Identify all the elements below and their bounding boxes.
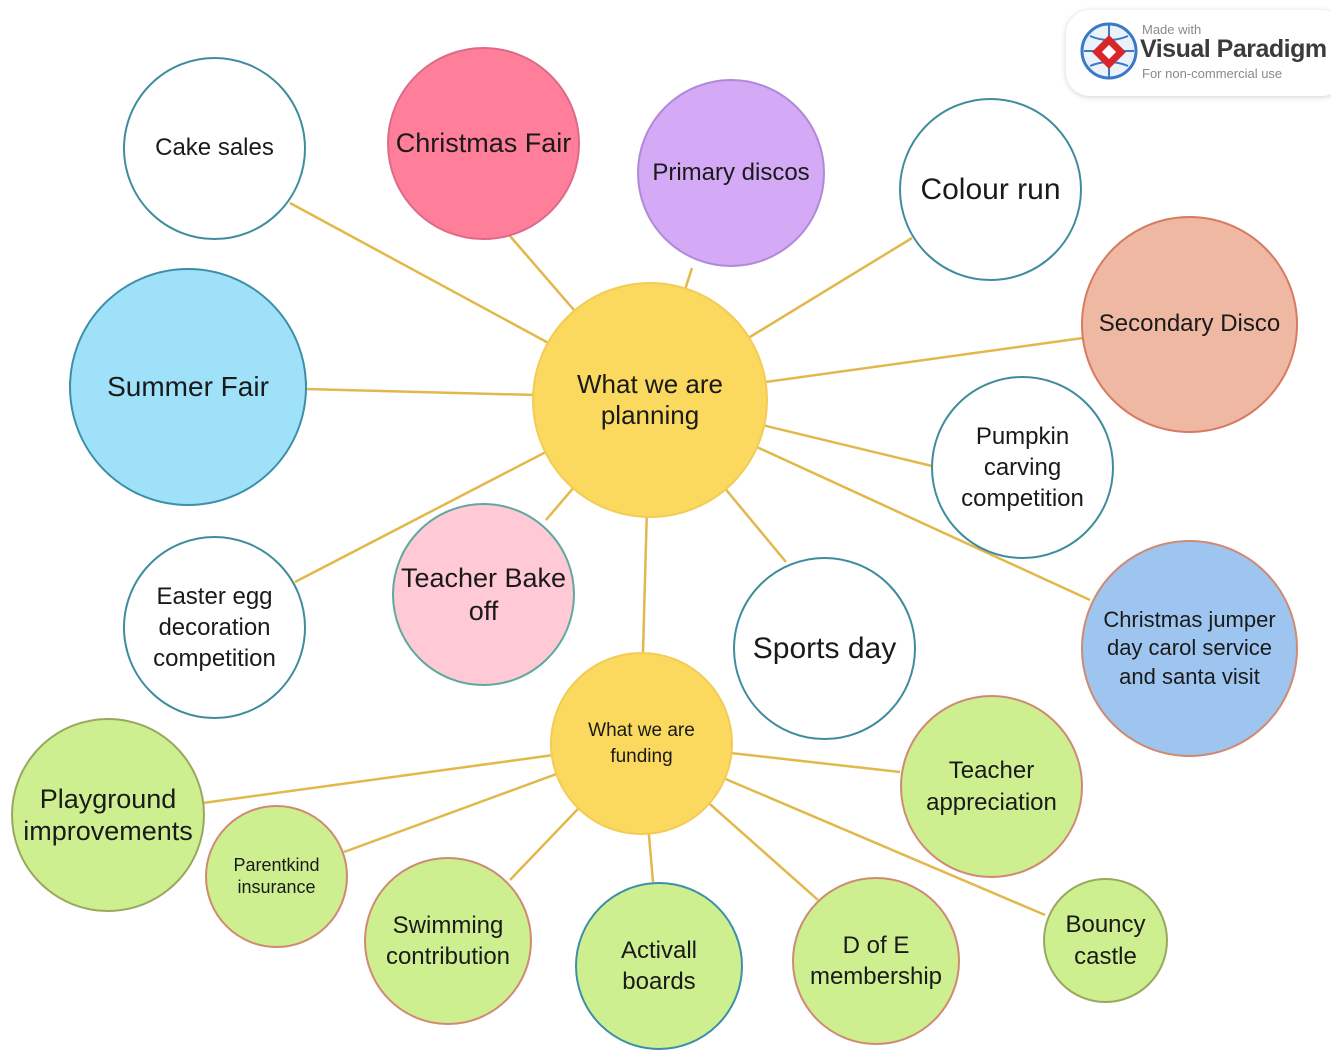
- activall-label: Activall boards: [620, 936, 698, 995]
- dofe-label: D of E membership: [809, 931, 943, 990]
- swimming-node: Swimming contribution: [364, 857, 532, 1025]
- pumpkin-carving-label: Pumpkin carving competition: [961, 422, 1084, 513]
- christmas-jumper-node: Christmas jumper day carol service and s…: [1081, 540, 1298, 757]
- visual-paradigm-logo-icon: [1080, 22, 1138, 80]
- sports-day-label: Sports day: [752, 631, 897, 665]
- christmas-jumper-label: Christmas jumper day carol service and s…: [1103, 606, 1276, 689]
- parentkind-node: Parentkind insurance: [205, 805, 348, 948]
- teacher-bake-off-node: Teacher Bake off: [392, 503, 575, 686]
- summer-fair-label: Summer Fair: [107, 371, 269, 403]
- bouncy-castle-label: Bouncy castle: [1065, 911, 1146, 970]
- easter-egg-label: Easter egg decoration competition: [153, 582, 276, 673]
- planning-hub-node: What we are planning: [532, 282, 768, 518]
- primary-discos-label: Primary discos: [652, 158, 810, 186]
- colour-run-node: Colour run: [899, 98, 1082, 281]
- playground-node: Playground improvements: [11, 718, 205, 912]
- secondary-disco-node: Secondary Disco: [1081, 216, 1298, 433]
- badge-made-with-text: Made with: [1142, 22, 1202, 37]
- playground-label: Playground improvements: [23, 783, 193, 846]
- planning-hub-label: What we are planning: [577, 368, 723, 430]
- secondary-disco-label: Secondary Disco: [1098, 310, 1281, 338]
- teacher-appreciation-label: Teacher appreciation: [926, 757, 1057, 816]
- badge-brand-text: Visual Paradigm: [1140, 35, 1327, 63]
- pumpkin-carving-node: Pumpkin carving competition: [931, 376, 1114, 559]
- sports-day-node: Sports day: [733, 557, 916, 740]
- parentkind-label: Parentkind insurance: [233, 854, 320, 897]
- activall-node: Activall boards: [575, 882, 743, 1050]
- cake-sales-label: Cake sales: [155, 134, 274, 162]
- primary-discos-node: Primary discos: [637, 79, 825, 267]
- made-with-badge[interactable]: Made with Visual Paradigm For non-commer…: [1066, 10, 1331, 96]
- cake-sales-node: Cake sales: [123, 57, 306, 240]
- badge-note-text: For non-commercial use: [1142, 66, 1283, 81]
- christmas-fair-label: Christmas Fair: [395, 128, 572, 159]
- funding-hub-node: What we are funding: [550, 652, 733, 835]
- bouncy-castle-node: Bouncy castle: [1043, 878, 1168, 1003]
- summer-fair-node: Summer Fair: [69, 268, 307, 506]
- colour-run-label: Colour run: [920, 172, 1061, 206]
- funding-hub-label: What we are funding: [588, 719, 695, 767]
- easter-egg-node: Easter egg decoration competition: [123, 536, 306, 719]
- christmas-fair-node: Christmas Fair: [387, 47, 580, 240]
- dofe-node: D of E membership: [792, 877, 960, 1045]
- teacher-bake-off-label: Teacher Bake off: [400, 563, 567, 626]
- teacher-appreciation-node: Teacher appreciation: [900, 695, 1083, 878]
- swimming-label: Swimming contribution: [385, 911, 511, 970]
